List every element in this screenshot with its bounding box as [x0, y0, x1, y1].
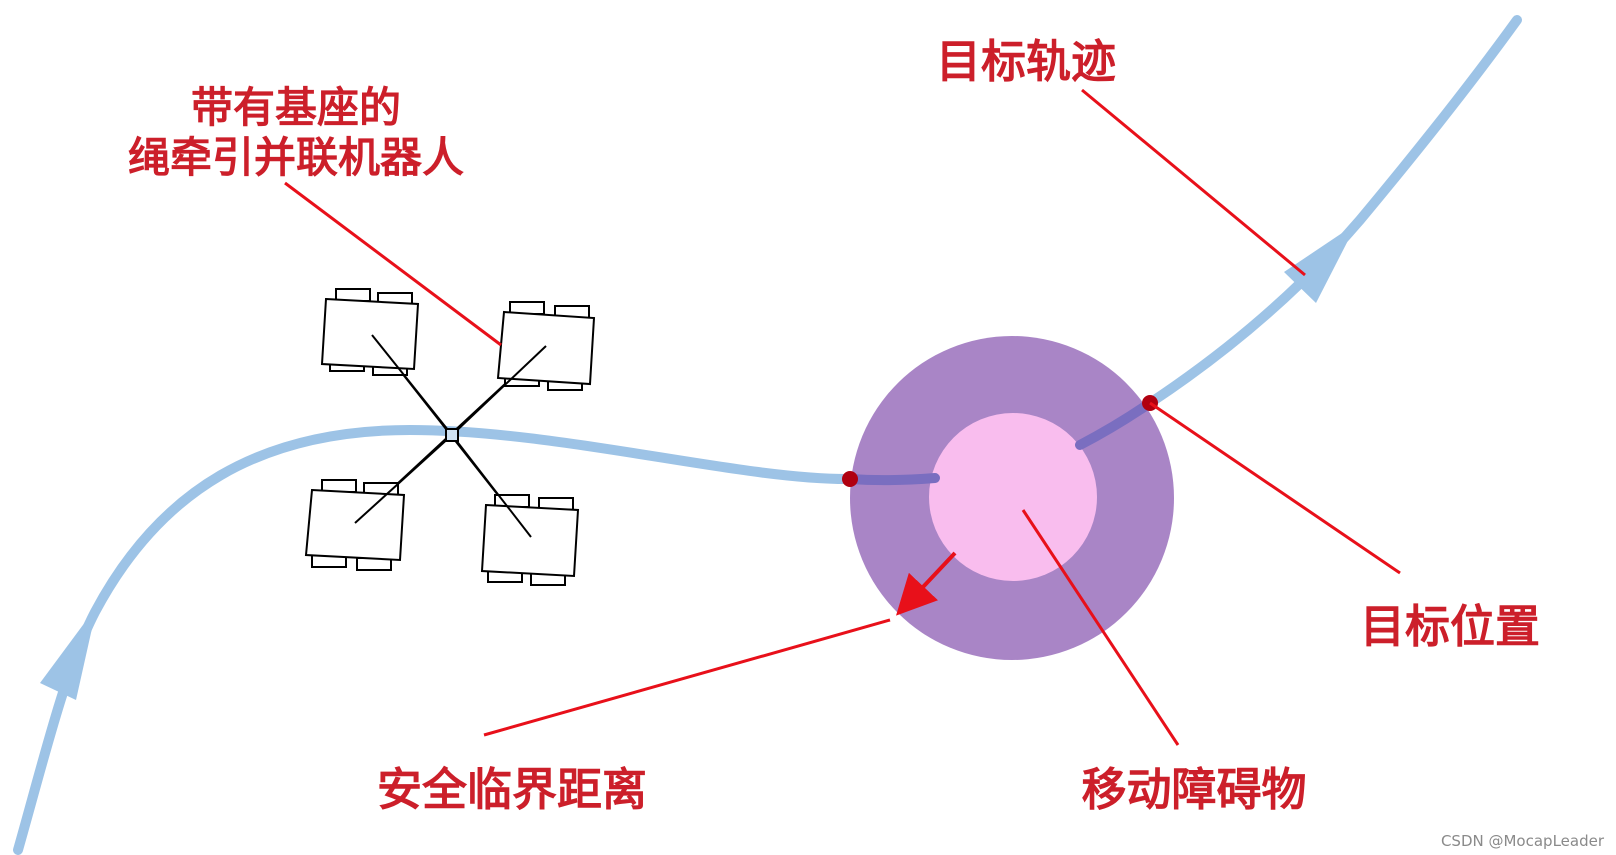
leader-line-target-position [1149, 401, 1401, 575]
zone-entry-point [842, 471, 858, 487]
leader-line-obstacle [1021, 509, 1180, 746]
robot-base-bottom-right [451, 434, 580, 586]
label-target-trajectory: 目标轨迹 [936, 35, 1116, 88]
moving-obstacle-circle [929, 413, 1097, 581]
cable-robot [304, 288, 596, 586]
leader-line-target-trajectory [1081, 88, 1306, 277]
leader-line-safety-distance [483, 618, 891, 737]
trajectory-path-upper [1145, 15, 1522, 408]
safety-distance-arrow [896, 551, 957, 616]
robot-base-bottom-left [304, 434, 453, 571]
robot-end-effector [445, 428, 459, 442]
trajectory-path-inside-zone [845, 473, 940, 486]
robot-base-top-right [451, 301, 596, 436]
label-robot-line1: 带有基座的 [191, 83, 401, 132]
watermark: CSDN @MocapLeader [1441, 832, 1605, 850]
trajectory-arrowhead-lower [40, 606, 97, 700]
label-target-position: 目标位置 [1360, 600, 1540, 653]
trajectory-arrowhead-upper [1284, 223, 1357, 303]
robot-base-top-left [320, 288, 453, 436]
leader-line-robot [284, 181, 502, 347]
label-robot-line2: 绳牵引并联机器人 [128, 133, 464, 182]
label-moving-obstacle: 移动障碍物 [1081, 763, 1306, 816]
label-safety-distance: 安全临界距离 [377, 763, 647, 816]
